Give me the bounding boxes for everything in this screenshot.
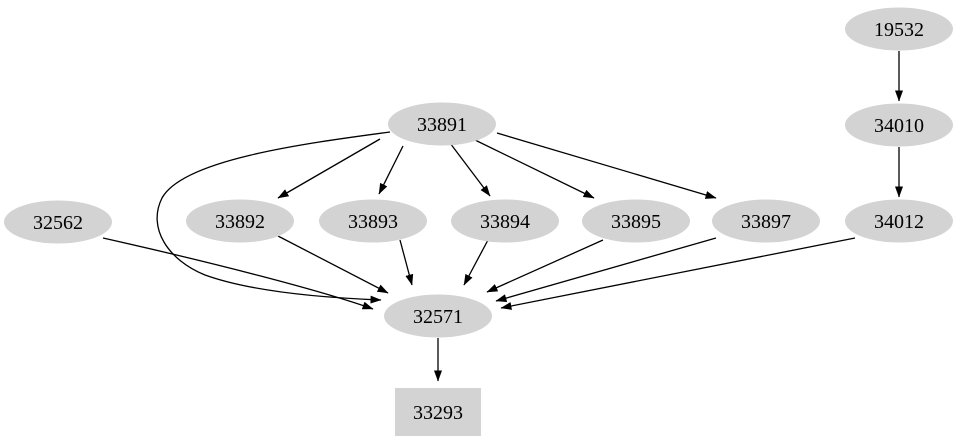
node-34012: 34012 <box>845 199 953 243</box>
edge-33891-33897 <box>496 132 717 199</box>
edge-33891-33894 <box>449 142 491 197</box>
node-33293-shape <box>395 388 481 436</box>
node-33895-label: 33895 <box>611 211 661 233</box>
node-33892: 33892 <box>186 199 294 243</box>
edge-33891-32571 <box>156 131 391 304</box>
node-33894: 33894 <box>451 199 559 243</box>
edge-33891-33893 <box>378 145 404 195</box>
edge-33895-32571 <box>486 239 604 293</box>
node-33893-label: 33893 <box>348 211 398 233</box>
node-33293-label: 33293 <box>413 402 463 424</box>
node-33894-shape <box>451 199 559 243</box>
edge-33893-32571 <box>399 239 414 286</box>
node-33893-shape <box>319 199 427 243</box>
edge-33891-33892 <box>277 138 381 199</box>
node-34012-shape <box>845 199 953 243</box>
node-32571: 32571 <box>384 294 492 338</box>
node-33891-shape <box>388 102 496 146</box>
node-33895-shape <box>582 199 690 243</box>
node-19532-shape <box>845 7 953 51</box>
node-33897: 33897 <box>712 199 820 243</box>
edge-33891-33895 <box>474 139 595 199</box>
node-32562: 32562 <box>4 200 112 244</box>
edge-33897-32571 <box>495 237 717 302</box>
node-19532: 19532 <box>845 7 953 51</box>
node-33293: 33293 <box>395 388 481 436</box>
node-32571-label: 32571 <box>413 306 463 328</box>
node-34010-label: 34010 <box>874 115 924 137</box>
node-33897-label: 33897 <box>741 211 791 233</box>
edge-32562-32571 <box>102 237 374 310</box>
node-34010: 34010 <box>845 103 953 147</box>
node-33893: 33893 <box>319 199 427 243</box>
node-34010-shape <box>845 103 953 147</box>
node-32562-label: 32562 <box>33 212 83 234</box>
node-32562-shape <box>4 200 112 244</box>
node-33894-label: 33894 <box>480 211 530 233</box>
node-33891: 33891 <box>388 102 496 146</box>
node-33892-shape <box>186 199 294 243</box>
edge-34012-32571 <box>500 237 856 310</box>
edge-33894-32571 <box>463 239 489 286</box>
node-19532-label: 19532 <box>874 19 924 41</box>
node-32571-shape <box>384 294 492 338</box>
node-33897-shape <box>712 199 820 243</box>
edge-33892-32571 <box>277 235 389 294</box>
node-34012-label: 34012 <box>874 211 924 233</box>
node-33892-label: 33892 <box>215 211 265 233</box>
node-33895: 33895 <box>582 199 690 243</box>
node-33891-label: 33891 <box>417 114 467 136</box>
